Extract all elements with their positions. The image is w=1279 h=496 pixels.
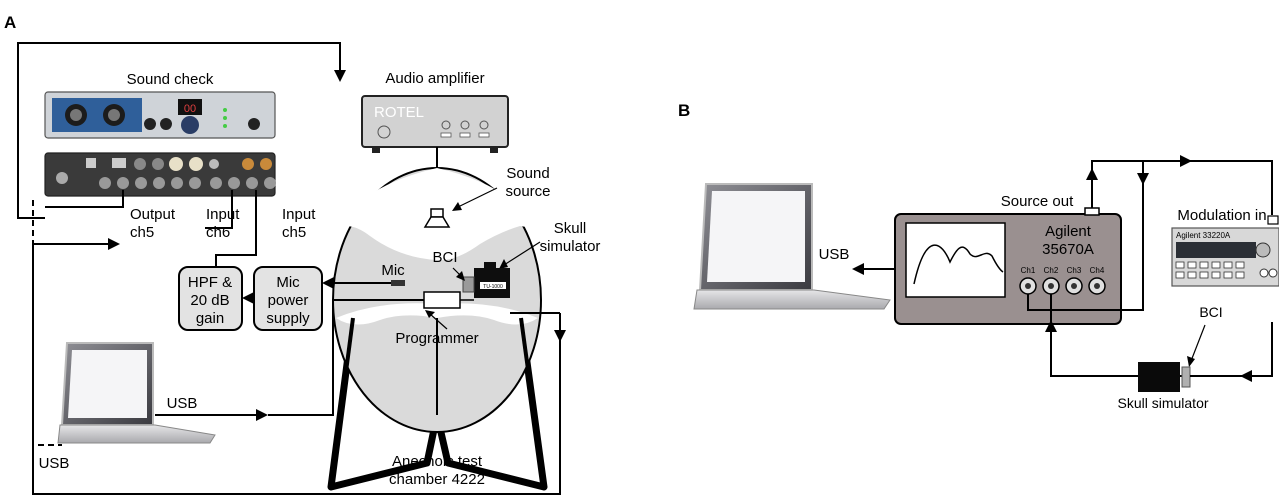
mic-probe bbox=[374, 280, 405, 286]
channel-2-label: Ch2 bbox=[1044, 266, 1059, 275]
audio-interface-back bbox=[44, 152, 276, 197]
sound-check-label: Sound check bbox=[127, 71, 214, 88]
input-ch5-label-line1: Input bbox=[282, 206, 316, 223]
hpf-line1: HPF & bbox=[188, 274, 232, 291]
wire-power-to-hpf bbox=[242, 292, 254, 304]
bci-label-a: BCI bbox=[432, 249, 457, 266]
chamber-label-line1: Anechoic test bbox=[392, 453, 483, 470]
sound-source-pointer bbox=[452, 187, 498, 211]
bci-device-b bbox=[1181, 366, 1191, 388]
audio-amplifier-label: Audio amplifier bbox=[385, 70, 484, 87]
output-ch5-label-line2: ch5 bbox=[130, 224, 154, 241]
bci-device-a bbox=[462, 276, 475, 293]
skull-simulator-pointer bbox=[499, 241, 541, 269]
input-ch6-label-line1: Input bbox=[206, 206, 240, 223]
bci-pointer-a bbox=[452, 267, 465, 281]
usb-label-b: USB bbox=[819, 246, 850, 263]
input-ch5-label-line2: ch5 bbox=[282, 224, 306, 241]
audio-interface-front: 00 bbox=[44, 91, 276, 139]
wire-simulator-down-arrow bbox=[554, 330, 566, 342]
sound-source-label-line2: source bbox=[505, 183, 550, 200]
bci-pointer-b bbox=[1187, 324, 1206, 367]
channel-1-label: Ch1 bbox=[1021, 266, 1036, 275]
modulation-in-label: Modulation in bbox=[1177, 207, 1266, 224]
hpf-line3: gain bbox=[196, 310, 224, 327]
wire-input-ch6 bbox=[205, 190, 233, 229]
laptop-b bbox=[693, 183, 891, 310]
analyzer-channels: Ch1 Ch2 Ch3 Ch4 bbox=[1019, 266, 1106, 295]
sound-source-label-line1: Sound bbox=[506, 165, 549, 182]
skull-simulator-label-line1: Skull bbox=[554, 220, 587, 237]
analyzer-model: 35670A bbox=[1042, 241, 1094, 258]
programmer-pointer bbox=[425, 310, 448, 330]
amp-brand: ROTEL bbox=[374, 104, 424, 121]
skull-simulator-label-line2: simulator bbox=[540, 238, 601, 255]
panel-a-letter: A bbox=[4, 13, 16, 32]
usb-link-label: USB bbox=[167, 395, 198, 412]
usb-dashed-line bbox=[32, 200, 62, 446]
wire-mic-to-power bbox=[322, 277, 374, 289]
sound-source-speaker bbox=[423, 208, 451, 228]
hpf-line2: 20 dB bbox=[190, 292, 229, 309]
wire-top-loop bbox=[17, 42, 346, 219]
wire-output-ch5 bbox=[45, 190, 124, 208]
skull-simulator-device: TU-1000 bbox=[474, 262, 510, 298]
programmer-device bbox=[423, 291, 461, 309]
laptop-a bbox=[57, 342, 216, 444]
agilent-analyzer bbox=[894, 207, 1122, 325]
wire-bottom-loop bbox=[32, 238, 561, 495]
usb-dashed-label: USB bbox=[39, 455, 70, 472]
skull-simulator-b bbox=[1138, 362, 1180, 392]
audio-amplifier: ROTEL bbox=[361, 95, 509, 153]
simulator-tag: TU-1000 bbox=[483, 284, 503, 290]
mic-label: Mic bbox=[381, 262, 405, 279]
wire-input-ch5-to-hpf bbox=[215, 190, 257, 267]
skull-simulator-label-b: Skull simulator bbox=[1117, 395, 1208, 411]
bci-label-b: BCI bbox=[1199, 304, 1222, 320]
chamber-label-line2: chamber 4222 bbox=[389, 471, 485, 488]
interface-display: 00 bbox=[184, 103, 196, 115]
programmer-label: Programmer bbox=[395, 330, 478, 347]
function-generator: Agilent 33220A bbox=[1171, 215, 1279, 287]
wire-source-out bbox=[1027, 155, 1273, 311]
panel-b-letter: B bbox=[678, 101, 690, 120]
channel-3-label: Ch3 bbox=[1067, 266, 1082, 275]
input-ch6-label-line2: ch6 bbox=[206, 224, 230, 241]
hpf-gain-box bbox=[178, 266, 243, 331]
generator-model: Agilent 33220A bbox=[1176, 231, 1231, 240]
source-out-label: Source out bbox=[1001, 193, 1074, 210]
wire-analyzer-to-laptop bbox=[852, 263, 895, 275]
mic-power-line3: supply bbox=[266, 310, 310, 327]
wire-laptop-to-programmer bbox=[155, 299, 424, 421]
mic-power-line2: power bbox=[268, 292, 309, 309]
mic-power-line1: Mic bbox=[276, 274, 300, 291]
channel-4-label: Ch4 bbox=[1090, 266, 1105, 275]
output-ch5-label-line1: Output bbox=[130, 206, 176, 223]
analyzer-name: Agilent bbox=[1045, 223, 1092, 240]
